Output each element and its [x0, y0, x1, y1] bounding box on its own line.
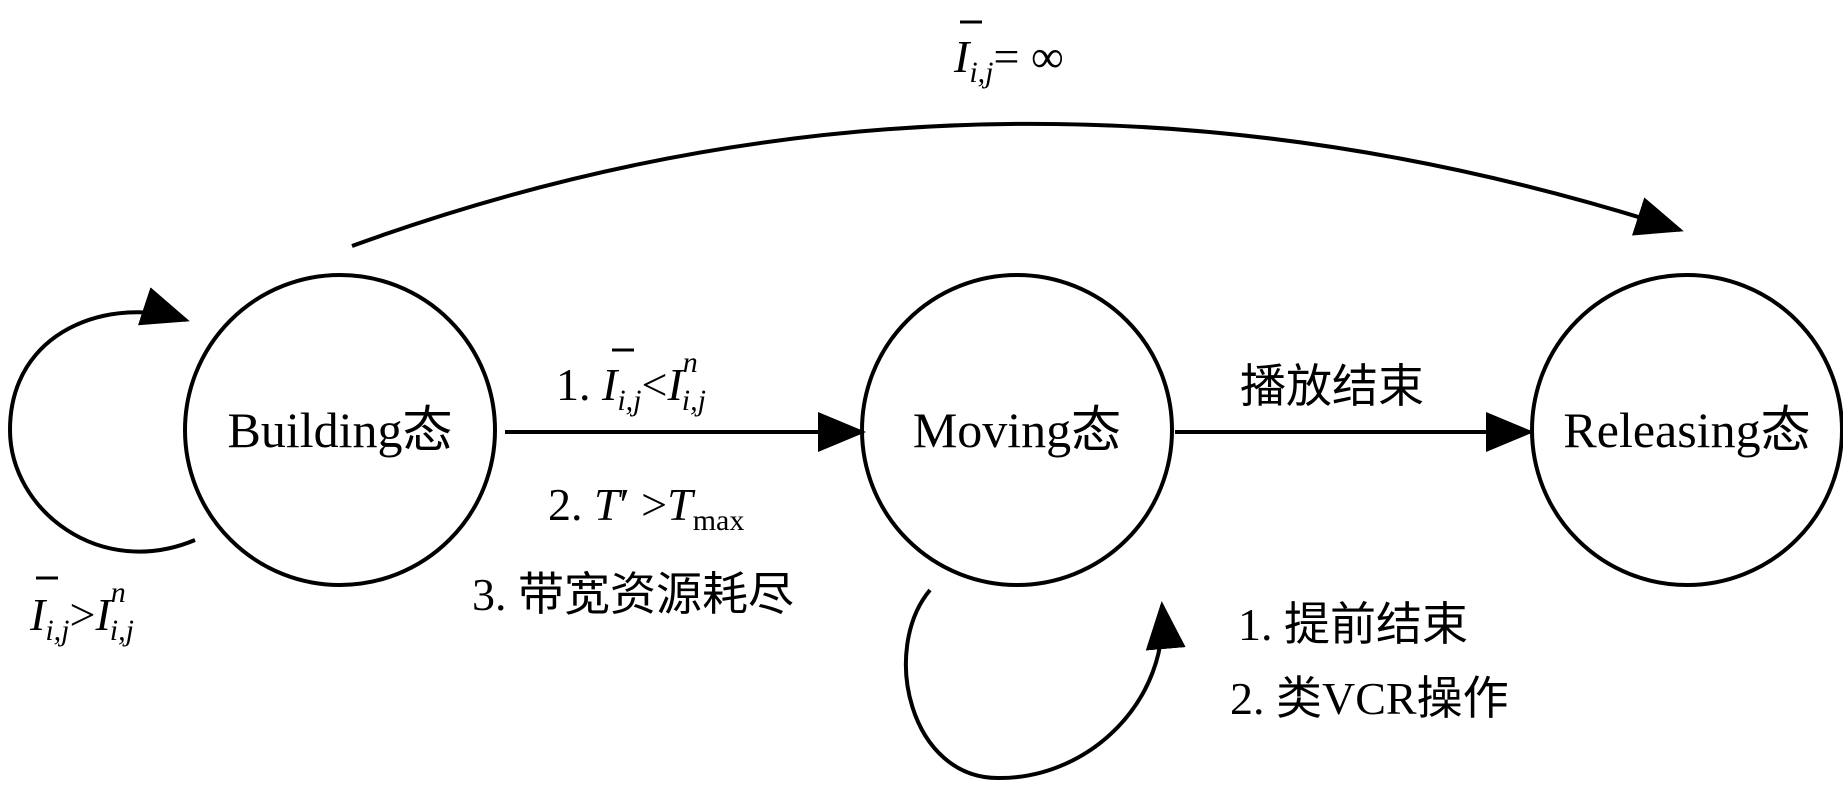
condition-2: 2. T′ >Tmax [548, 479, 744, 537]
operator-lt: < [642, 359, 668, 410]
symbol-i: I [666, 359, 685, 410]
moving-state-label: Moving态 [913, 402, 1121, 458]
subscript-ij: i,j [110, 614, 134, 647]
operator-gt: > [70, 589, 96, 640]
releasing-state-label: Releasing态 [1563, 402, 1810, 458]
symbol-i-bar: I [953, 31, 972, 82]
moving-to-releasing-label: 播放结束 [1240, 361, 1424, 412]
svg-text:Ii,j= ∞: Ii,j= ∞ [953, 31, 1064, 89]
svg-text:Ii,j>Ini,j: Ii,j>Ini,j [29, 576, 134, 647]
building-to-releasing-arrow [351, 121, 1684, 248]
condition-3: 3. 带宽资源耗尽 [472, 569, 794, 620]
operator-gt: > [630, 479, 667, 530]
symbol-i-bar: I [601, 359, 620, 410]
moving-self-condition-2: 2. 类VCR操作 [1230, 673, 1509, 724]
building-to-releasing-condition: Ii,j= ∞ [953, 20, 1064, 89]
moving-self-condition-1: 1. 提前结束 [1238, 599, 1468, 650]
equals-infinity: = ∞ [994, 31, 1064, 82]
superscript-n: n [683, 346, 698, 379]
subscript-ij: i,j [969, 56, 993, 89]
symbol-t-max: T [667, 479, 696, 530]
subscript-ij: i,j [45, 614, 69, 647]
subscript-max: max [693, 504, 745, 537]
building-state-label: Building态 [227, 402, 452, 458]
prime-mark: ′ [620, 479, 630, 530]
condition-2-prefix: 2. [548, 479, 594, 530]
superscript-n: n [111, 576, 126, 609]
symbol-i: I [94, 589, 113, 640]
symbol-t-prime: T [594, 479, 623, 530]
symbol-i-bar: I [29, 589, 48, 640]
building-state-circle [183, 273, 497, 587]
building-self-loop-arrow [7, 287, 196, 554]
condition-1-prefix: 1. [556, 359, 602, 410]
subscript-ij: i,j [617, 384, 641, 417]
subscript-ij: i,j [682, 384, 706, 417]
moving-self-loop-arrow [903, 588, 1186, 781]
